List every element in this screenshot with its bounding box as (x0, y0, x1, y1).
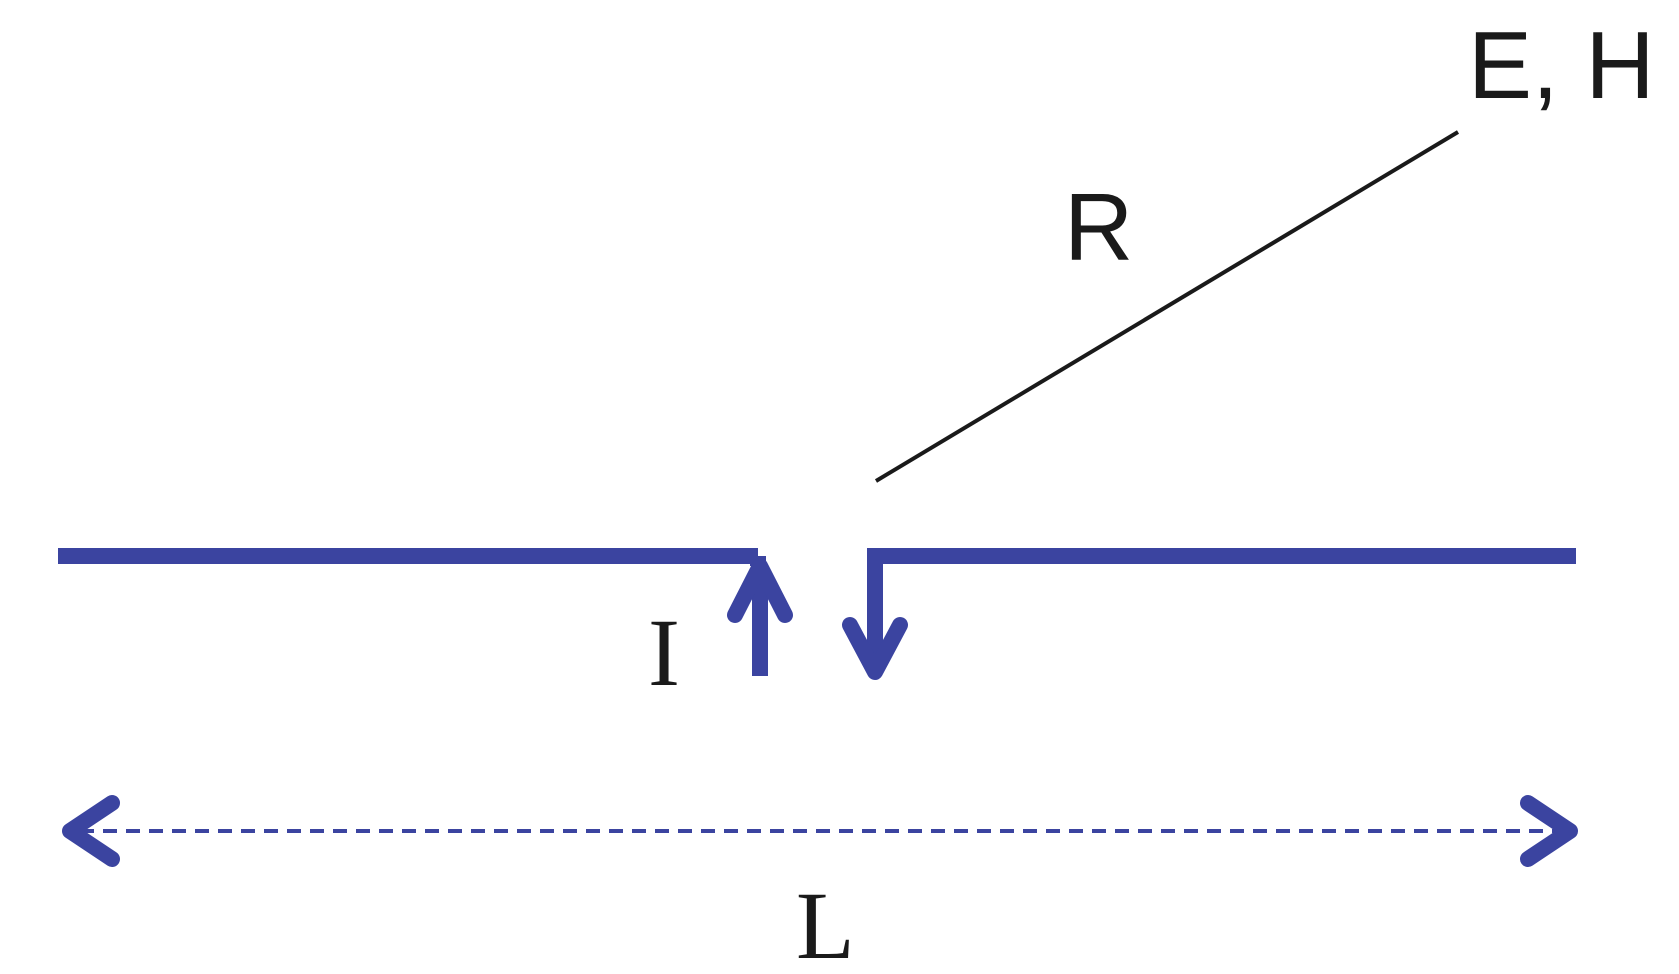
length-label: L (796, 872, 855, 974)
current-arrow-down-icon (842, 617, 908, 680)
arrow-right-icon (1520, 795, 1578, 867)
left-antenna-arm (58, 548, 766, 566)
current-arrow-up-icon (727, 558, 793, 676)
length-dimension (62, 795, 1578, 867)
arrow-left-icon (62, 795, 120, 867)
field-point-label: E, H (1468, 12, 1655, 119)
current-label: I (648, 599, 680, 706)
distance-label: R (1064, 174, 1133, 281)
right-antenna-arm (867, 548, 1576, 662)
radius-line (874, 130, 1460, 483)
